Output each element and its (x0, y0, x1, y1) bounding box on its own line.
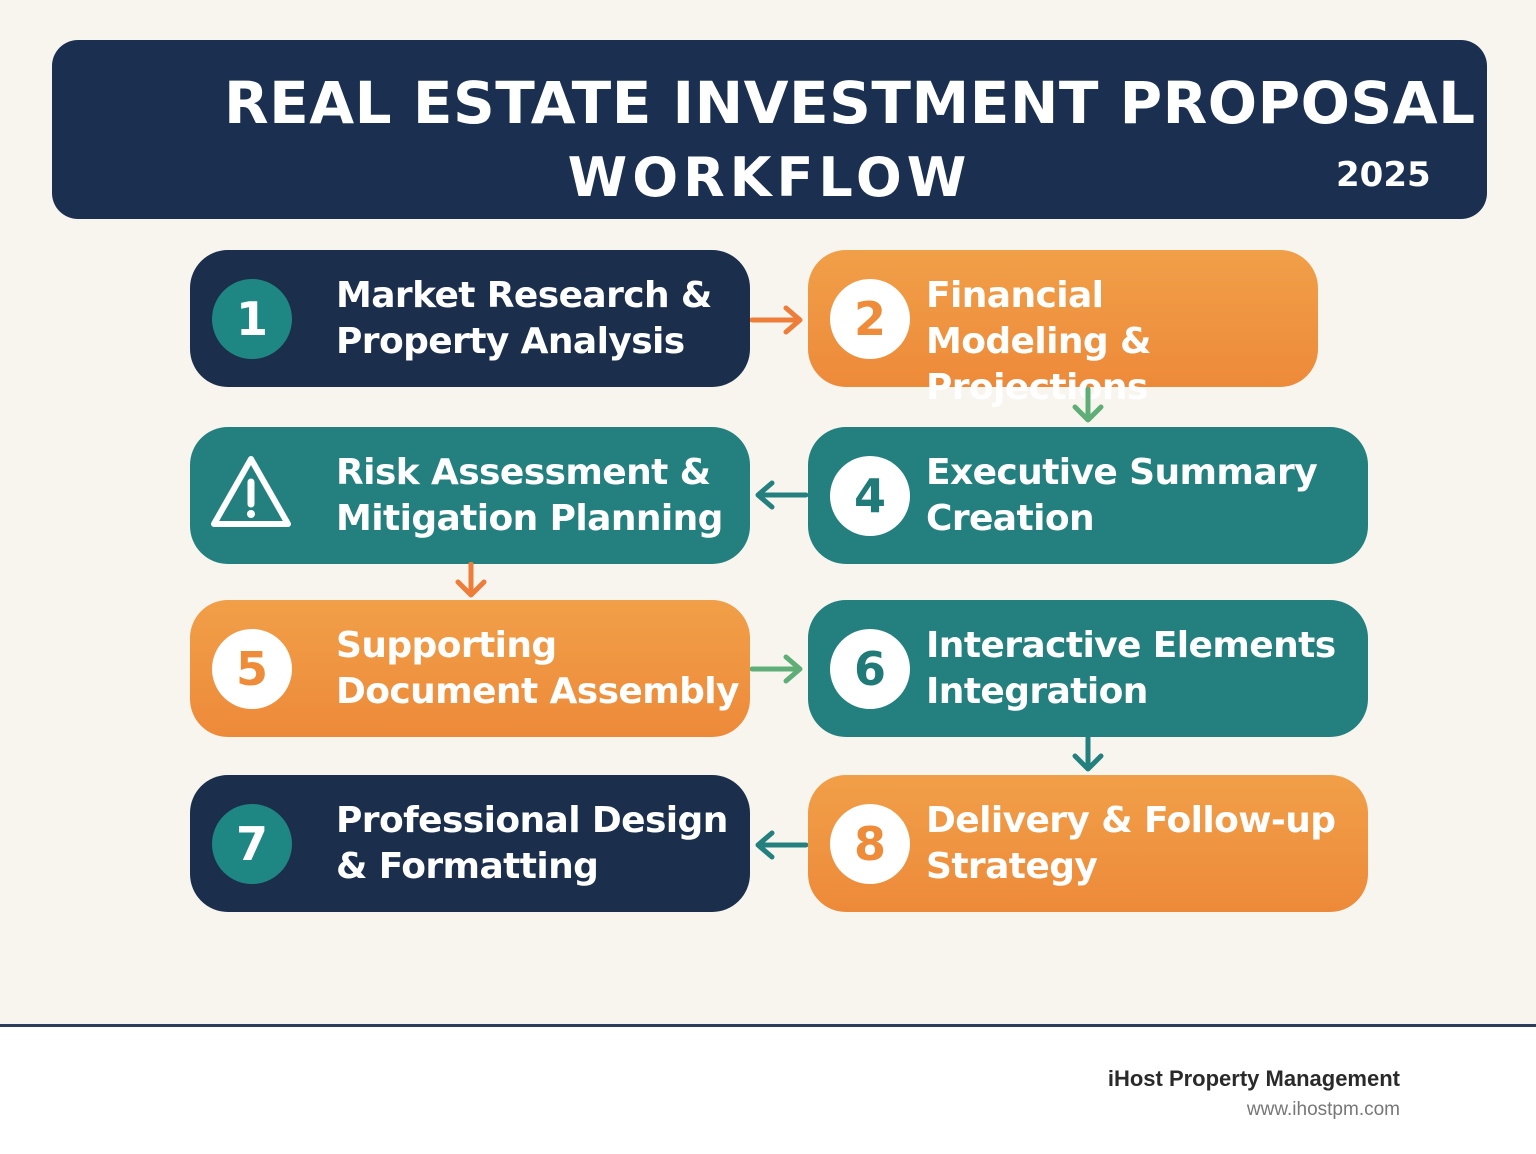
title-line-1: REAL ESTATE INVESTMENT PROPOSAL (224, 69, 1476, 137)
step-4: 4 Executive Summary Creation (808, 427, 1368, 564)
step-7-label: Professional Design & Formatting (336, 800, 728, 887)
footer: iHost Property Management www.ihostpm.co… (0, 1027, 1536, 1154)
step-4-number: 4 (830, 456, 910, 536)
step-6: 6 Interactive Elements Integration (808, 600, 1368, 737)
step-4-label: Executive Summary Creation (926, 452, 1318, 539)
arrow-right-5-to-6 (750, 654, 803, 684)
arrow-down-3-to-5 (455, 562, 487, 598)
step-1-label: Market Research & Property Analysis (336, 275, 712, 362)
title-line-2: WORKFLOW (567, 146, 972, 209)
footer-divider (0, 1024, 1536, 1027)
step-8: 8 Delivery & Follow-up Strategy (808, 775, 1368, 912)
arrow-left-4-to-3 (755, 480, 808, 510)
step-6-label: Interactive Elements Integration (926, 625, 1336, 712)
step-5: 5 Supporting Document Assembly (190, 600, 750, 737)
step-2-label: Financial Modeling & Projections (926, 275, 1151, 408)
step-2: 2 Financial Modeling & Projections (808, 250, 1318, 408)
company-name: iHost Property Management (1107, 1066, 1400, 1091)
step-7: 7 Professional Design & Formatting (190, 775, 750, 912)
arrow-down-6-to-8 (1072, 736, 1104, 772)
warning-icon (211, 456, 291, 527)
step-7-number: 7 (212, 804, 292, 884)
company-url[interactable]: www.ihostpm.com (1246, 1099, 1400, 1120)
title-banner: REAL ESTATE INVESTMENT PROPOSAL WORKFLOW… (52, 40, 1487, 219)
arrow-down-2-to-4 (1072, 387, 1104, 423)
step-1: 1 Market Research & Property Analysis (190, 250, 750, 387)
step-5-label: Supporting Document Assembly (336, 625, 740, 712)
step-5-number: 5 (212, 629, 292, 709)
year-label: 2025 (1336, 155, 1431, 195)
step-1-number: 1 (212, 279, 292, 359)
step-8-label: Delivery & Follow-up Strategy (926, 800, 1336, 887)
step-3: Risk Assessment & Mitigation Planning (190, 427, 750, 564)
step-6-number: 6 (830, 629, 910, 709)
step-2-number: 2 (830, 279, 910, 359)
arrow-left-8-to-7 (755, 830, 808, 860)
arrow-right-1-to-2 (750, 305, 803, 335)
step-8-number: 8 (830, 804, 910, 884)
step-3-label: Risk Assessment & Mitigation Planning (336, 452, 723, 539)
